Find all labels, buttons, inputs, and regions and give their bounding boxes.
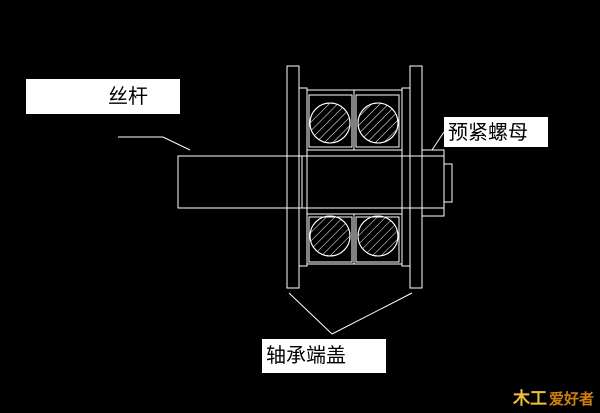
preload-nut [421,149,453,217]
lower-right-bearing [355,215,400,263]
lead-screw-label: 丝杆 [26,79,180,114]
end-cover-leader-left [288,292,333,335]
upper-right-bearing [355,94,400,148]
lower-left-bearing [308,215,353,263]
preload-nut-leader [431,131,445,151]
lead-screw-shaft [177,155,430,209]
bearing-end-cover-label: 轴承端盖 [262,339,386,373]
left-end-cover [286,65,308,289]
bearing-housing [307,89,402,265]
site-watermark-logo: 木工爱好者 [513,384,594,409]
watermark-mark-b: 爱好者 [548,390,594,408]
lead-screw-leader [118,136,191,151]
end-cover-leader-right [331,292,413,335]
upper-left-bearing [308,94,353,148]
right-end-cover [401,65,423,289]
leader-lines [118,131,445,335]
preload-nut-label: 预紧螺母 [444,117,548,147]
watermark-mark-a: 木工 [512,389,547,409]
